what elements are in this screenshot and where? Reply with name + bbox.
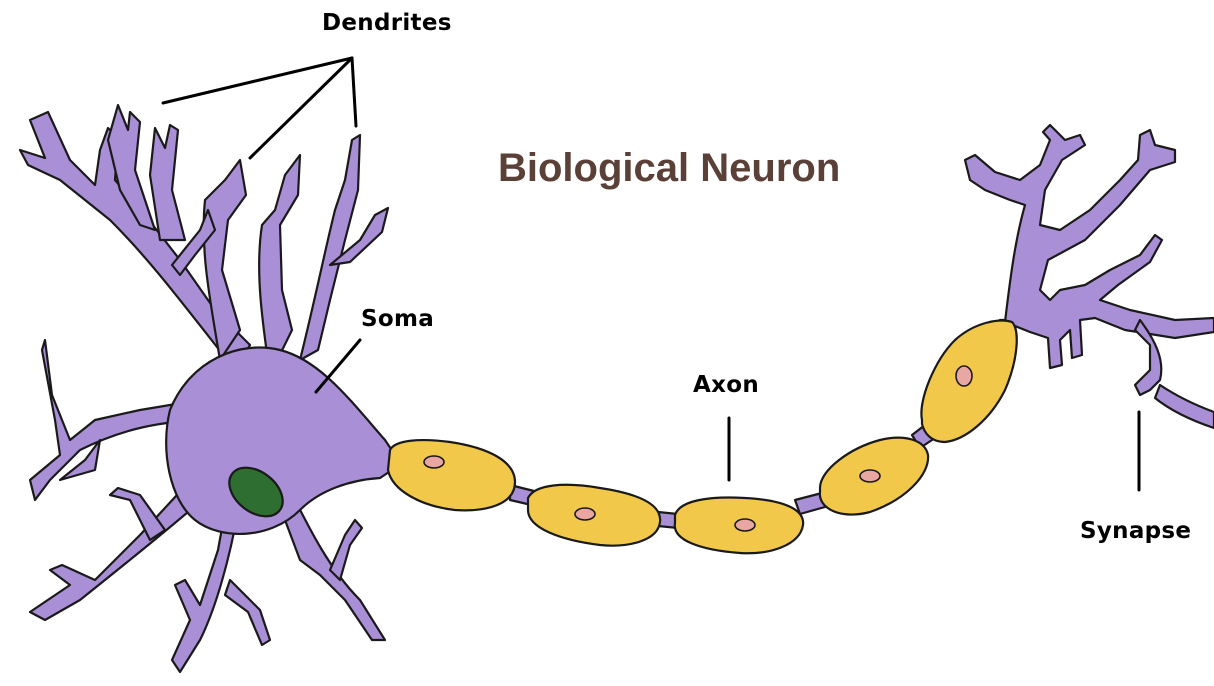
synapse-label: Synapse: [1080, 518, 1191, 544]
dendrites-label: Dendrites: [322, 10, 452, 36]
axon-label: Axon: [693, 372, 759, 398]
soma-label: Soma: [361, 306, 434, 332]
diagram-title: Biological Neuron: [498, 146, 840, 191]
